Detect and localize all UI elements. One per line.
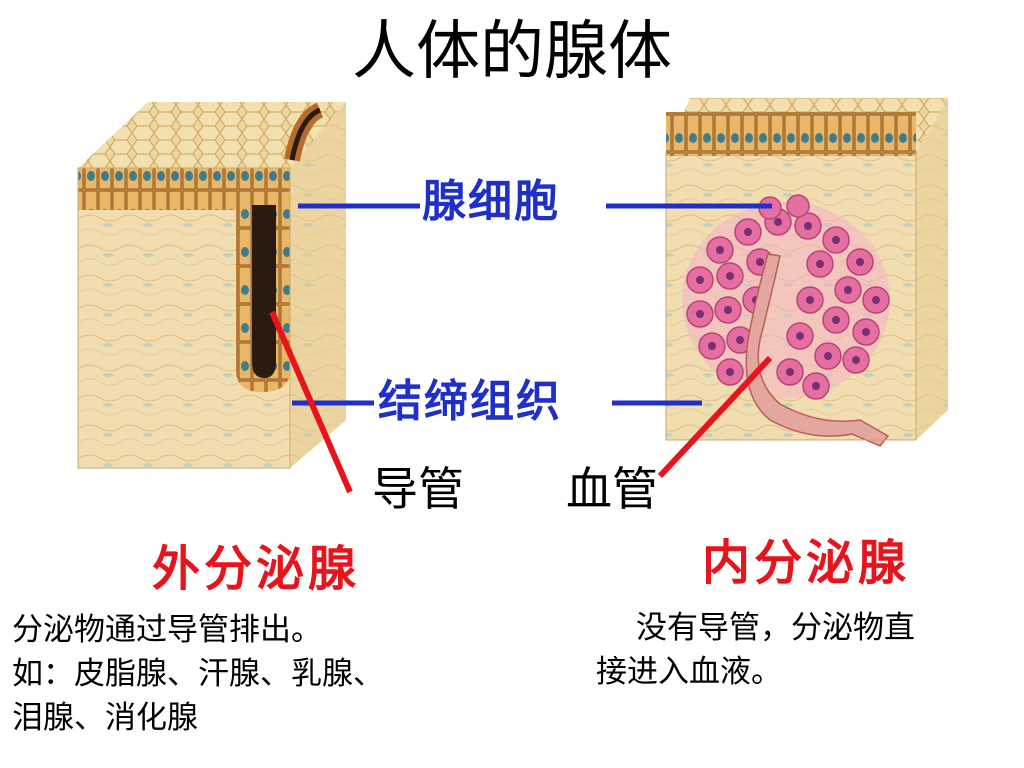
label-gland-cell: 腺细胞 xyxy=(422,176,560,227)
exocrine-gland-title: 外分泌腺 xyxy=(152,541,361,597)
label-duct: 导管 xyxy=(372,462,464,516)
endocrine-line-2: 接进入血液。 xyxy=(596,654,782,690)
exocrine-line-2: 如：皮脂腺、汗腺、乳腺、 xyxy=(12,656,384,692)
exocrine-description: 分泌物通过导管排出。 如：皮脂腺、汗腺、乳腺、 泪腺、消化腺 xyxy=(12,608,482,740)
gland-cell-cluster xyxy=(682,194,890,400)
endocrine-description: 没有导管，分泌物直 接进入血液。 xyxy=(596,606,1006,694)
blue-pointer-lines xyxy=(292,203,772,406)
endocrine-gland-title: 内分泌腺 xyxy=(702,535,911,591)
exocrine-line-3: 泪腺、消化腺 xyxy=(12,700,198,736)
endocrine-line-1: 没有导管，分泌物直 xyxy=(596,606,1006,650)
exocrine-gland-illustration xyxy=(77,102,346,469)
label-blood-vessel: 血管 xyxy=(566,462,658,516)
endocrine-line-1-text: 没有导管，分泌物直 xyxy=(636,610,915,646)
exocrine-line-1: 分泌物通过导管排出。 xyxy=(12,612,322,648)
endocrine-gland-illustration xyxy=(665,98,948,447)
label-connective-tissue: 结缔组织 xyxy=(378,376,562,427)
page-title: 人体的腺体 xyxy=(352,15,672,89)
red-pointer-lines xyxy=(269,310,773,494)
